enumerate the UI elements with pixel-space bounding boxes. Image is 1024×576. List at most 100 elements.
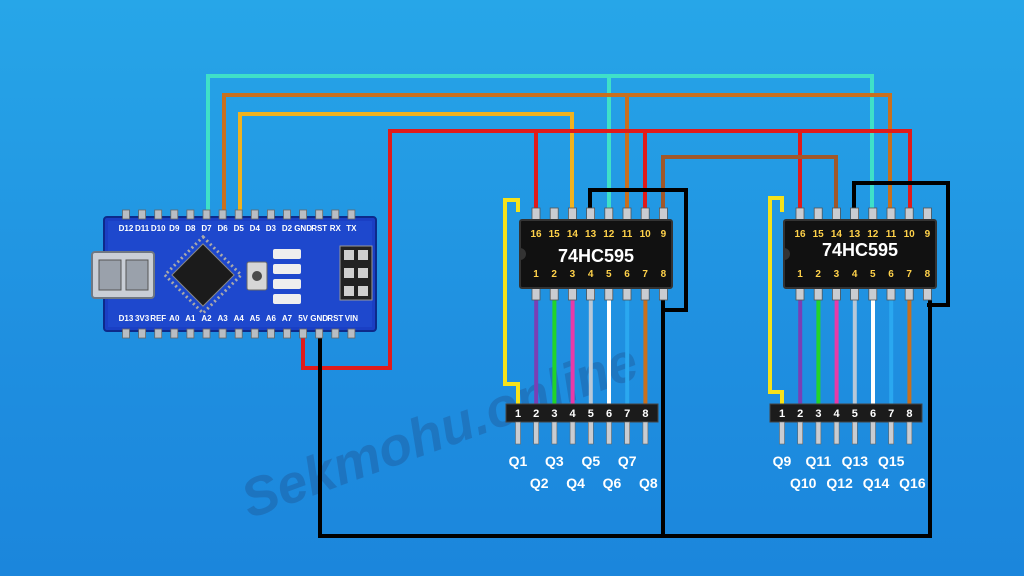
arduino-pin: [315, 209, 324, 220]
header-pin: [851, 421, 858, 445]
arduino-pin-label: TX: [346, 224, 357, 233]
chip2-notch: [784, 248, 790, 260]
arduino-pin: [347, 209, 356, 220]
output-wires-chip2: [798, 300, 912, 406]
arduino-pin-label: D7: [201, 224, 212, 233]
chip1-title: 74HC595: [558, 246, 634, 266]
chip2-title: 74HC595: [822, 240, 898, 260]
arduino-pin-label: A0: [169, 314, 180, 323]
arduino-bottom-pins: [122, 328, 356, 339]
chip-pin-label: 14: [567, 229, 579, 240]
arduino-pin: [315, 328, 324, 339]
wire-black-chip1: [588, 188, 688, 312]
arduino-pin: [154, 209, 163, 220]
arduino-pin: [347, 328, 356, 339]
arduino-top-pins: [122, 209, 356, 220]
chip-pin-label: 15: [549, 229, 561, 240]
chip-pin-label: 14: [831, 229, 843, 240]
chip-pin-label: 7: [642, 269, 648, 280]
header-pin: [533, 421, 540, 445]
chip-pin-label: 2: [815, 269, 821, 280]
arduino-pin-label: GND: [310, 314, 328, 323]
header-pin: [906, 421, 913, 445]
arduino-pin: [331, 209, 340, 220]
header-pin: [606, 421, 612, 445]
header-pin-label: 7: [888, 408, 894, 420]
arduino-pin: [202, 209, 211, 220]
arduino-pin: [170, 209, 179, 220]
arduino-pin-label: RST: [327, 314, 343, 323]
chip-pin-label: 9: [925, 229, 931, 240]
chip-pin-label: 8: [925, 269, 931, 280]
wire-red: [301, 129, 912, 370]
output-label: Q2: [530, 475, 549, 491]
wire-orange: [222, 93, 892, 212]
arduino-pin-label: A4: [234, 314, 245, 323]
chip-pin-label: 6: [624, 269, 630, 280]
header-pin-label: 2: [533, 408, 539, 420]
arduino-pin-label: A7: [282, 314, 293, 323]
header-pin: [779, 421, 785, 445]
header-pin: [569, 421, 576, 445]
arduino-pin: [122, 209, 130, 220]
chip-pin-label: 10: [904, 229, 916, 240]
chip-pin-label: 6: [888, 269, 894, 280]
arduino-pin-label: D8: [185, 224, 196, 233]
header-pin-label: 5: [852, 408, 858, 420]
output-label: Q12: [826, 475, 853, 491]
chip-pin-label: 5: [606, 269, 612, 280]
arduino-pin: [218, 209, 227, 220]
chip-pin-label: 13: [585, 229, 597, 240]
arduino-pin-label: A5: [250, 314, 261, 323]
output-label: Q11: [806, 453, 832, 469]
wire-black-return: [663, 300, 932, 538]
header-body: [505, 403, 659, 423]
arduino-pin-label: D12: [119, 224, 134, 233]
header-pin-label: 1: [779, 408, 785, 420]
output-label: Q7: [618, 453, 637, 469]
header-pin: [870, 421, 876, 445]
chip-pin-label: 13: [849, 229, 861, 240]
header-pin: [815, 421, 822, 445]
arduino-pin: [331, 328, 340, 339]
arduino-pin-label: A3: [217, 314, 228, 323]
arduino-pin: [138, 328, 147, 339]
output-label: Q5: [581, 453, 600, 469]
chip-pin-label: 16: [794, 229, 806, 240]
arduino-pin-label: D5: [234, 224, 245, 233]
output-label: Q1: [509, 453, 528, 469]
header-pin-label: 7: [624, 408, 630, 420]
chip-pin-label: 1: [797, 269, 803, 280]
header-pin-label: 8: [642, 408, 648, 420]
chip-pin-label: 3: [834, 269, 840, 280]
wire-cyan: [206, 74, 874, 212]
output-wires-chip1: [534, 300, 648, 406]
header-pin: [642, 421, 649, 445]
icsp-header-icon: [339, 245, 373, 301]
header-pin: [515, 421, 521, 445]
header-pin: [587, 421, 594, 445]
chip-pin-label: 3: [570, 269, 576, 280]
arduino-pin: [138, 209, 147, 220]
arduino-pin-label: A6: [266, 314, 277, 323]
arduino-pin-label: 5V: [298, 314, 308, 323]
arduino-pin-label: D4: [250, 224, 261, 233]
chip-pin-label: 2: [551, 269, 557, 280]
wire-black-chip2: [852, 181, 950, 307]
chip-pin-label: 4: [852, 269, 858, 280]
microcontroller-icon: [162, 234, 244, 316]
chip-pin-label: 11: [622, 229, 633, 240]
arduino-pin-label: A1: [185, 314, 196, 323]
wires: [206, 74, 950, 538]
arduino-pin-label: VIN: [345, 314, 359, 323]
header-pin: [624, 421, 631, 445]
output-label: Q4: [566, 475, 585, 491]
chip-pin-label: 16: [530, 229, 542, 240]
chip-pin-label: 15: [813, 229, 825, 240]
arduino-pin-label: D9: [169, 224, 180, 233]
arduino-pin: [299, 209, 308, 220]
